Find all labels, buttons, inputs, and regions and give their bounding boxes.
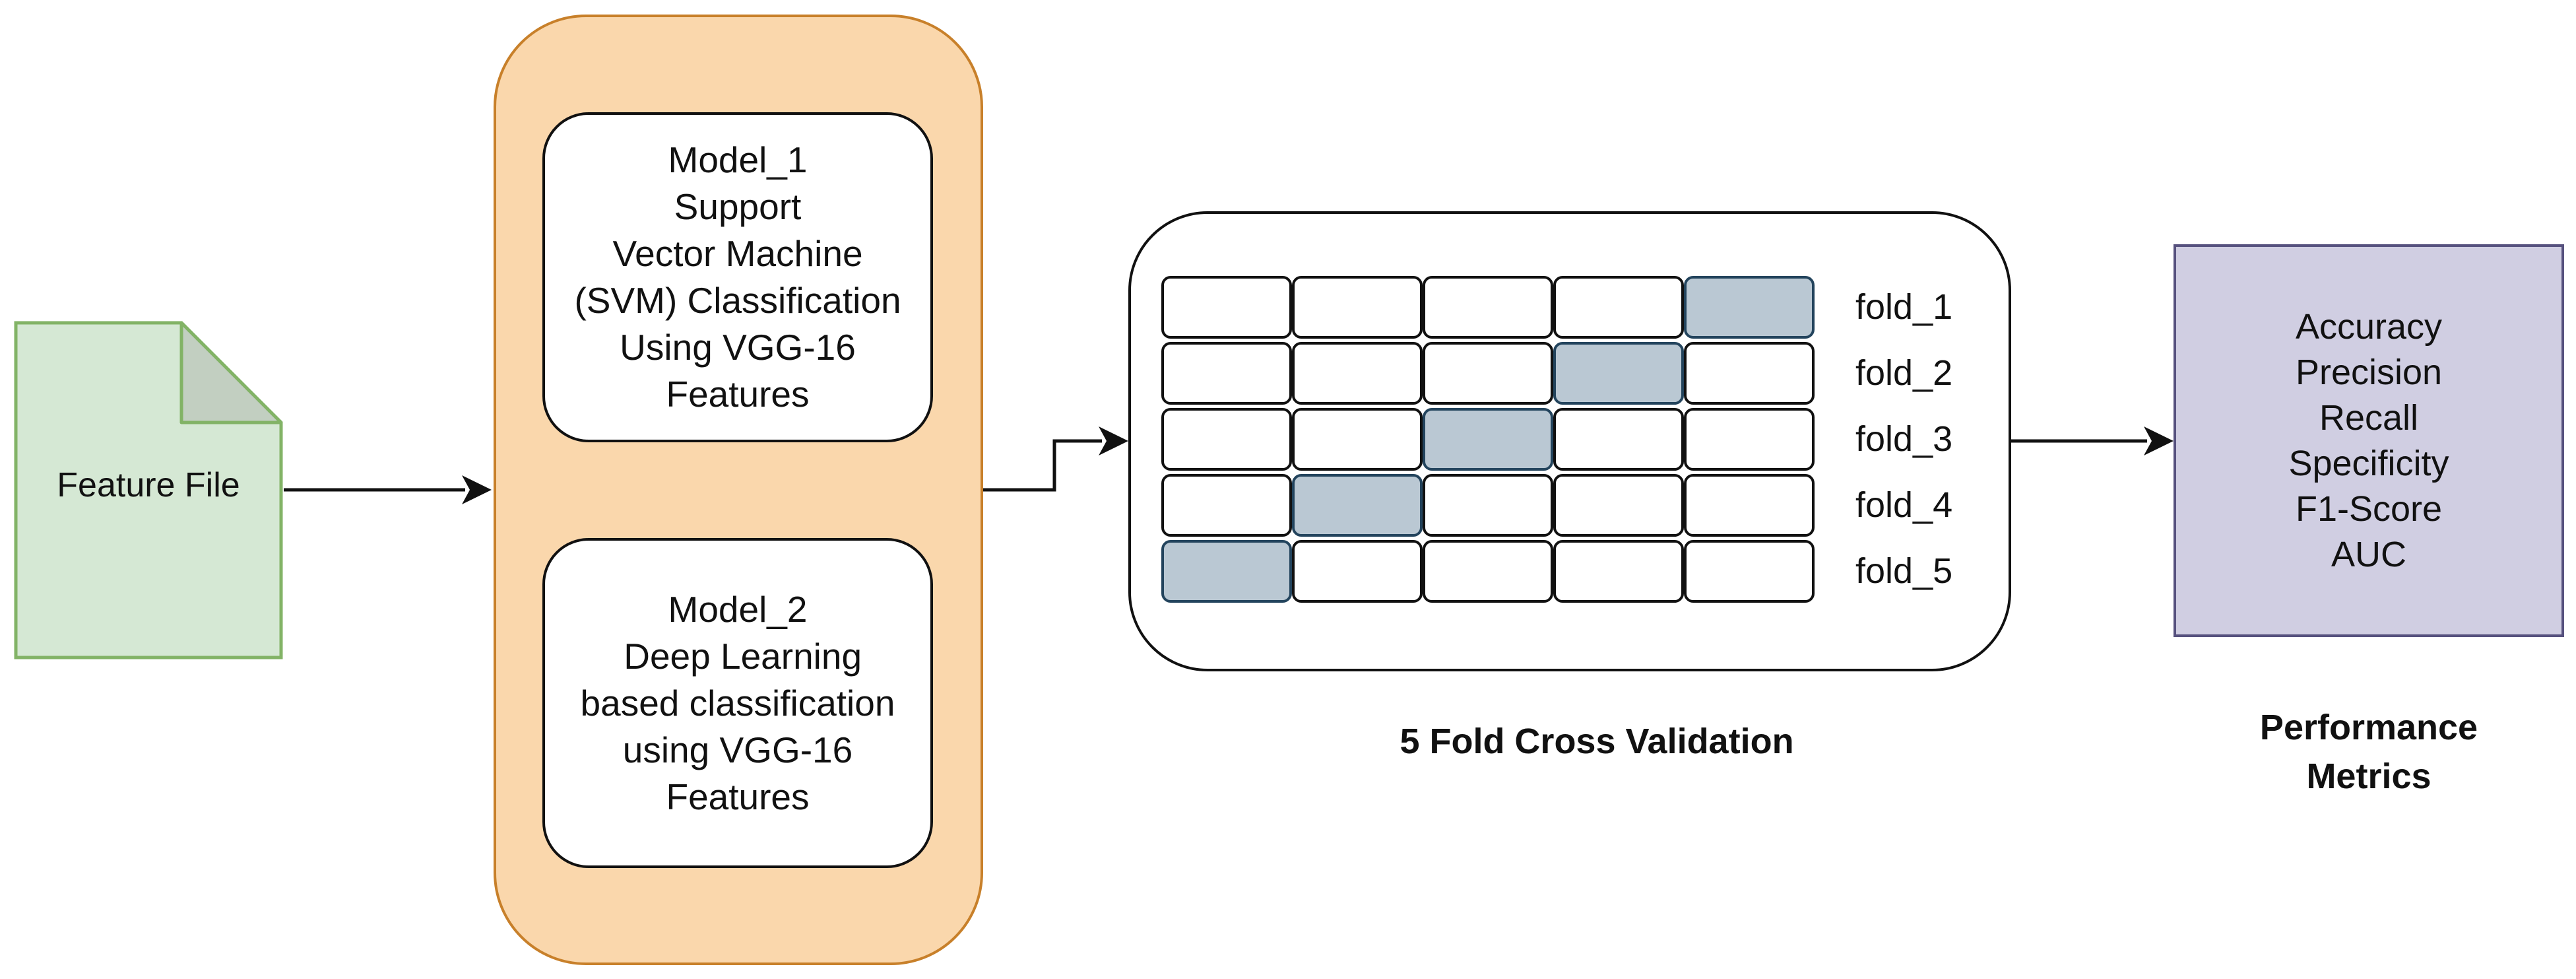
- performance-metrics-box: Accuracy Precision Recall Specificity F1…: [2174, 244, 2564, 637]
- metric-accuracy: Accuracy: [2295, 306, 2443, 347]
- model-1-line: Vector Machine: [612, 233, 863, 274]
- arrow-feature-to-models: [284, 475, 492, 504]
- feature-file-shape: [14, 321, 283, 659]
- model-1-line: Support: [674, 186, 802, 227]
- performance-title-line: Metrics: [2306, 757, 2431, 796]
- feature-file-label: Feature File: [57, 466, 240, 504]
- model-1-line: Features: [666, 374, 810, 415]
- cv-test-cell: [1423, 408, 1553, 471]
- model-1-box: Model_1 Support Vector Machine (SVM) Cla…: [542, 112, 933, 442]
- model-2-box: Model_2 Deep Learning based classificati…: [542, 538, 933, 868]
- cv-train-cell: [1292, 540, 1423, 603]
- cv-train-cell: [1684, 474, 1815, 537]
- model-2-line: Model_2: [668, 588, 808, 630]
- model-2-line: based classification: [580, 682, 895, 724]
- cv-train-cell: [1161, 342, 1292, 405]
- performance-title-line: Performance: [2259, 708, 2478, 747]
- model-2-line: using VGG-16: [622, 729, 853, 770]
- cv-train-cell: [1684, 342, 1815, 405]
- cv-train-cell: [1423, 276, 1553, 339]
- fold-label-4: fold_4: [1855, 485, 1953, 525]
- model-1-line: Model_1: [668, 139, 808, 180]
- model-2-line: Deep Learning: [613, 635, 862, 677]
- fold-label-5: fold_5: [1855, 551, 1953, 591]
- cv-train-cell: [1423, 540, 1553, 603]
- fold-label-3: fold_3: [1855, 419, 1953, 459]
- cv-train-cell: [1161, 408, 1292, 471]
- cv-train-cell: [1553, 474, 1684, 537]
- cv-train-cell: [1684, 540, 1815, 603]
- model-2-line: Features: [666, 776, 810, 817]
- cv-train-cell: [1553, 276, 1684, 339]
- metric-auc: AUC: [2331, 534, 2406, 574]
- model-1-line: Using VGG-16: [620, 327, 856, 368]
- metric-f1-score: F1-Score: [2295, 489, 2443, 529]
- cv-test-cell: [1553, 342, 1684, 405]
- metric-recall: Recall: [2319, 397, 2419, 438]
- arrow-models-to-cv: [983, 426, 1128, 492]
- cross-validation-title: 5 Fold Cross Validation: [1400, 722, 1794, 761]
- performance-metrics-title: Performance Metrics: [2174, 703, 2564, 801]
- cv-test-cell: [1684, 276, 1815, 339]
- cv-train-cell: [1684, 408, 1815, 471]
- cv-train-cell: [1292, 276, 1423, 339]
- model-1-line: (SVM) Classification: [574, 280, 901, 321]
- metric-specificity: Specificity: [2288, 443, 2449, 483]
- arrow-cv-to-metrics: [2011, 426, 2174, 456]
- cv-train-cell: [1553, 540, 1684, 603]
- fold-label-2: fold_2: [1855, 353, 1953, 393]
- cv-train-cell: [1161, 474, 1292, 537]
- cv-train-cell: [1292, 408, 1423, 471]
- cv-train-cell: [1423, 474, 1553, 537]
- cv-train-cell: [1553, 408, 1684, 471]
- cv-train-cell: [1161, 276, 1292, 339]
- cv-test-cell: [1292, 474, 1423, 537]
- metric-precision: Precision: [2295, 352, 2443, 392]
- cv-train-cell: [1423, 342, 1553, 405]
- cv-train-cell: [1292, 342, 1423, 405]
- fold-label-1: fold_1: [1855, 287, 1953, 327]
- cv-test-cell: [1161, 540, 1292, 603]
